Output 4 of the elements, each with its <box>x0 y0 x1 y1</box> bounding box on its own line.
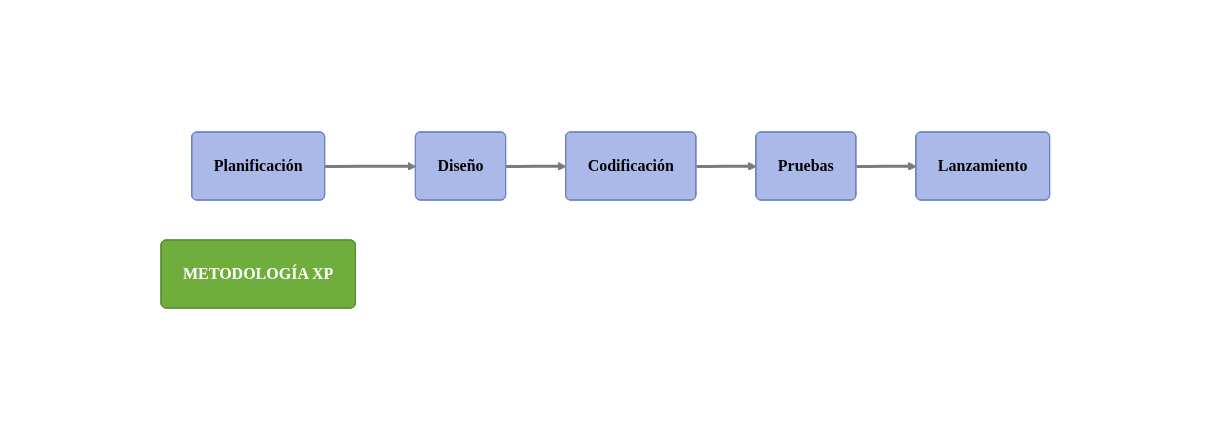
arrow <box>506 161 567 171</box>
arrow <box>325 161 417 171</box>
arrow <box>696 161 757 171</box>
arrow <box>856 161 917 171</box>
